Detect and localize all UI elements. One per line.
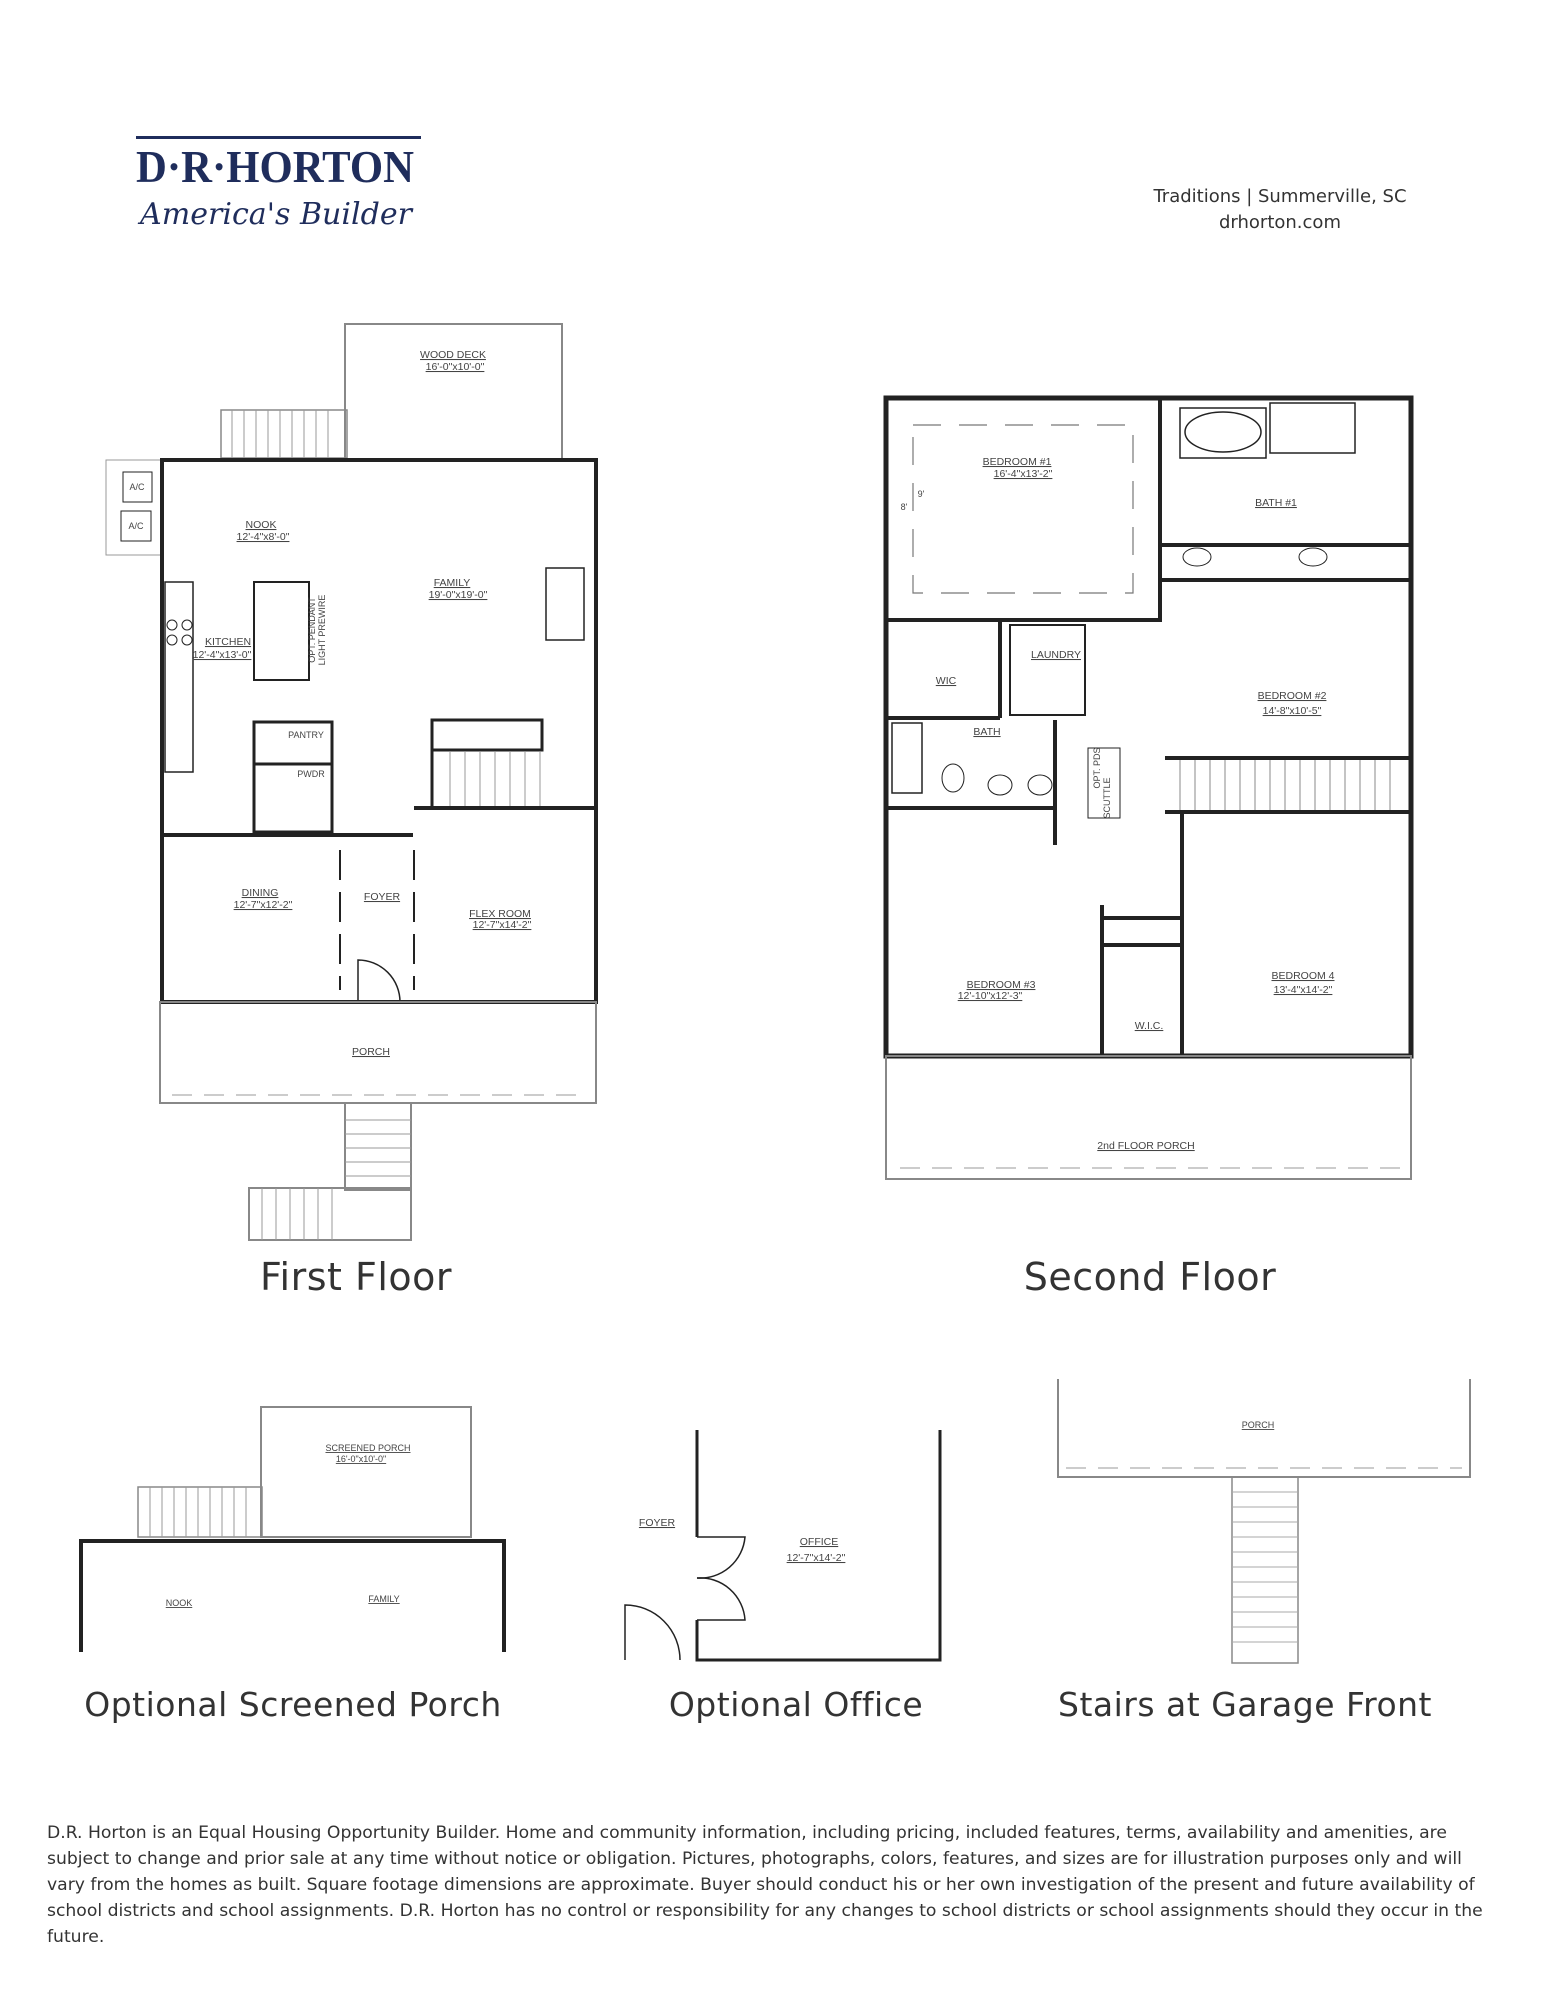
logo-brand: D·R·HORTON — [136, 141, 414, 192]
room-label-kitchen: KITCHEN — [205, 636, 251, 648]
pantry-pwdr — [252, 720, 334, 834]
room-dims-flex: 12'-7"x14'-2" — [473, 919, 532, 931]
pendant-note: OPT. PENDANT — [307, 597, 317, 663]
kitchen-island — [253, 581, 310, 681]
opt-pds-label: OPT. PDS — [1092, 747, 1102, 788]
caption-stairs-garage-front: Stairs at Garage Front — [1058, 1685, 1432, 1724]
caption-optional-screened-porch: Optional Screened Porch — [84, 1685, 502, 1724]
room-label-bedroom-3: BEDROOM #3 — [967, 979, 1036, 991]
room-label-family: FAMILY — [368, 1594, 399, 1604]
screened-porch-plan — [79, 1406, 506, 1652]
room-dims-bedroom-1: 16'-4"x13'-2" — [994, 468, 1053, 480]
room-dims-wood-deck: 16'-0"x10'-0" — [426, 361, 485, 373]
room-label-laundry: LAUNDRY — [1031, 649, 1081, 661]
tub — [1179, 407, 1267, 459]
logo-tagline: America's Builder — [137, 197, 414, 232]
room-label-wood-deck: WOOD DECK — [420, 349, 486, 361]
stair-closet — [430, 718, 544, 752]
room-label-2nd-floor-porch: 2nd FLOOR PORCH — [1097, 1140, 1194, 1152]
logo-graphic: D·R·HORTON America's Builder — [136, 136, 421, 232]
header-info: Traditions | Summerville, SC drhorton.co… — [1100, 184, 1460, 236]
room-dims-bedroom-3: 12'-10"x12'-3" — [958, 990, 1023, 1002]
room-label-office: OFFICE — [800, 1536, 839, 1548]
room-dims-nook: 12'-4"x8'-0" — [237, 531, 290, 543]
caption-optional-office: Optional Office — [668, 1685, 924, 1724]
ac-label: A/C — [129, 482, 145, 492]
room-label-bath-1: BATH #1 — [1255, 497, 1297, 509]
room-dims-bedroom-2: 14'-8"x10'-5" — [1263, 705, 1322, 717]
room-label-bath: BATH — [973, 726, 1000, 738]
second-floor-walls — [883, 395, 1414, 1059]
ceiling-height: 9' — [918, 489, 925, 499]
caption-second-floor: Second Floor — [1023, 1255, 1277, 1299]
pendant-note: LIGHT PREWIRE — [317, 595, 327, 666]
laundry-room — [1009, 624, 1086, 716]
website-link[interactable]: drhorton.com — [1219, 212, 1341, 233]
front-stairs — [344, 1102, 412, 1191]
hall-tub — [891, 722, 923, 794]
room-label-pwdr: PWDR — [297, 769, 325, 779]
room-label-foyer: FOYER — [364, 891, 401, 903]
room-dims-bedroom-4: 13'-4"x14'-2" — [1274, 984, 1333, 996]
room-dims-dining: 12'-7"x12'-2" — [234, 899, 293, 911]
room-dims-kitchen: 12'-4"x13'-0" — [193, 649, 252, 661]
room-label-family: FAMILY — [434, 577, 471, 589]
room-dims-family: 19'-0"x19'-0" — [429, 589, 488, 601]
room-label-nook: NOOK — [246, 519, 277, 531]
first-floor-plan — [105, 323, 598, 1241]
room-label-wic: WIC — [936, 675, 957, 687]
room-dims-office: 12'-7"x14'-2" — [787, 1552, 846, 1564]
office-plan — [624, 1430, 942, 1662]
ceiling-height: 8' — [901, 502, 908, 512]
scuttle-box — [1087, 747, 1121, 819]
kitchen-counter — [164, 581, 194, 773]
caption-first-floor: First Floor — [259, 1255, 453, 1299]
lower-stairs — [248, 1187, 412, 1241]
shower — [1269, 402, 1356, 454]
room-label-dining: DINING — [242, 887, 279, 899]
front-door — [357, 959, 401, 1003]
drhorton-logo: D·R·HORTON America's Builder — [136, 132, 432, 240]
community-location: Traditions | Summerville, SC — [1153, 186, 1407, 207]
garage-stairs-plan — [1057, 1379, 1471, 1664]
room-label-bedroom-2: BEDROOM #2 — [1258, 690, 1327, 702]
tray-ceiling — [912, 424, 1134, 594]
room-label-bedroom-1: BEDROOM #1 — [983, 456, 1052, 468]
room-label-bedroom-4: BEDROOM 4 — [1271, 970, 1334, 982]
second-floor-plan — [883, 395, 1414, 1180]
room-label-foyer: FOYER — [639, 1517, 676, 1529]
room-label-screened-porch: SCREENED PORCH — [325, 1443, 410, 1453]
wood-deck — [344, 323, 563, 461]
fireplace — [545, 567, 585, 641]
ac-label: A/C — [128, 521, 144, 531]
room-label-flex: FLEX ROOM — [469, 908, 531, 920]
legal-disclaimer: D.R. Horton is an Equal Housing Opportun… — [47, 1823, 1483, 1947]
room-dims-screened-porch: 16'-0"x10'-0" — [336, 1454, 386, 1464]
room-label-porch: PORCH — [1242, 1420, 1275, 1430]
room-label-nook: NOOK — [166, 1598, 193, 1608]
room-label-wic-2: W.I.C. — [1135, 1020, 1164, 1032]
room-label-porch: PORCH — [352, 1046, 390, 1058]
second-floor-porch — [885, 1055, 1412, 1180]
room-label-pantry: PANTRY — [288, 730, 324, 740]
scuttle-label: SCUTTLE — [1102, 777, 1112, 818]
